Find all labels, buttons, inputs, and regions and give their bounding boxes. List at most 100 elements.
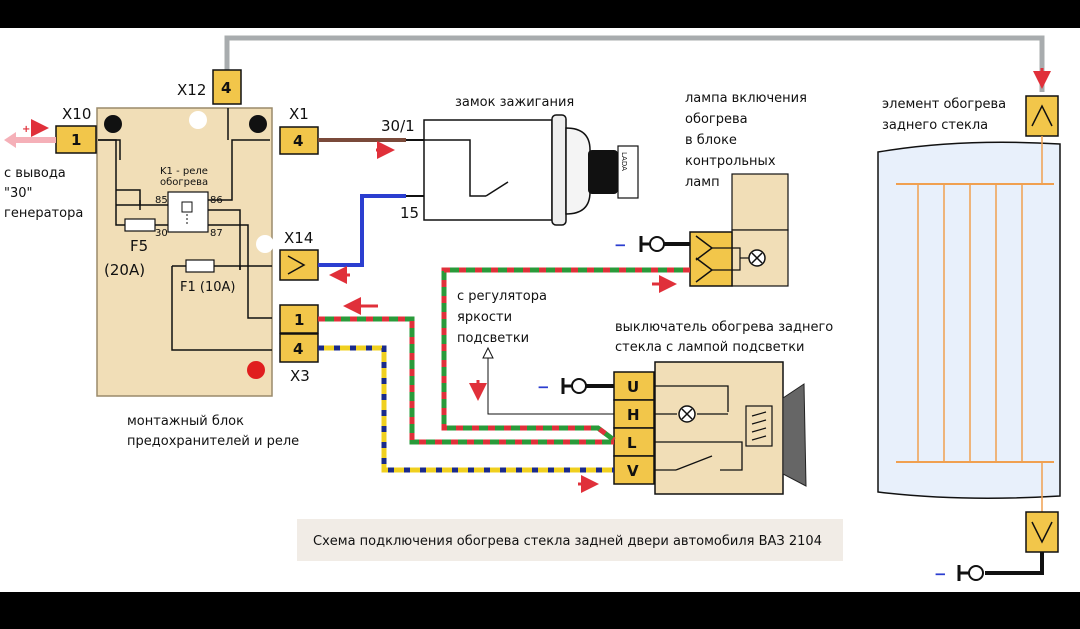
text-line: стекла с лампой подсветки xyxy=(615,340,805,355)
minus-sign: − xyxy=(537,378,550,396)
lamp-bulb-icon xyxy=(751,252,763,264)
x3-pin1: 1 xyxy=(294,311,304,329)
switch-housing xyxy=(654,361,784,495)
switch-pin-l-label: L xyxy=(627,434,637,452)
lamp-label: лампа включения обогрева в блоке контрольны… xyxy=(685,91,807,190)
caption-box xyxy=(297,519,843,561)
lamp-housing xyxy=(731,173,789,231)
ground-terminal xyxy=(649,236,665,252)
heater-contact xyxy=(1031,521,1053,544)
plus-sign: + xyxy=(22,124,30,135)
x1-pin: 4 xyxy=(293,132,303,150)
text-line: K1 - реле xyxy=(160,166,208,177)
heater-ground-wire xyxy=(985,552,1044,575)
bottom-band xyxy=(0,592,1080,625)
text-line: с регулятора xyxy=(457,289,547,304)
relay-pin-85: 85 xyxy=(155,195,168,206)
x12-label: X12 xyxy=(177,81,206,99)
ignition-body xyxy=(423,119,553,221)
text-line: яркости xyxy=(457,310,512,325)
fuse-f5-label: F5 xyxy=(130,237,148,255)
ign-switch-blade xyxy=(485,181,509,197)
lamp-wiring xyxy=(712,247,741,271)
switch-pin-u-label: U xyxy=(627,378,639,396)
x1-label: X1 xyxy=(289,105,309,123)
ground-terminal xyxy=(571,378,587,394)
text-line: с вывода xyxy=(4,166,66,181)
brightness-label: с регулятора яркости подсветки xyxy=(457,289,547,346)
text-line: элемент обогрева xyxy=(882,97,1006,112)
generator-arrow xyxy=(4,132,16,148)
rear-glass xyxy=(877,141,1061,499)
ignition-cylinder xyxy=(565,127,591,215)
text-line: обогрева xyxy=(685,112,748,127)
switch-pin-h-label: H xyxy=(627,406,640,424)
text-line: заднего стекла xyxy=(882,118,988,133)
wire-yellow-navy-stripe xyxy=(318,345,614,473)
text-line: контрольных xyxy=(685,154,776,169)
x10-label: X10 xyxy=(62,105,91,123)
text-line: монтажный блок xyxy=(127,414,244,429)
wire-green-red-b-stripe xyxy=(441,267,690,442)
x12-pin: 4 xyxy=(221,79,231,97)
top-band xyxy=(0,0,1080,28)
switch-symbol xyxy=(745,405,773,447)
heater-contact xyxy=(1031,104,1053,127)
x14-contact xyxy=(287,255,306,275)
caption: Схема подключения обогрева стекла задней… xyxy=(313,534,822,549)
ign-contact xyxy=(424,139,486,197)
text-line: выключатель обогрева заднего xyxy=(615,320,833,335)
minus-sign: − xyxy=(934,565,947,583)
text-line: лампа включения xyxy=(685,91,807,106)
wire-green-red-a xyxy=(318,316,614,445)
switch-internal-wiring xyxy=(654,385,743,471)
ignition-collar xyxy=(551,114,567,226)
connector-x12 xyxy=(212,69,242,105)
text-line: обогрева xyxy=(160,177,208,188)
connector-x14 xyxy=(279,249,319,281)
generator-label: с вывода"30"генератора xyxy=(4,166,83,221)
relay-pin-87: 87 xyxy=(210,228,223,239)
ign-30-1-label: 30/1 xyxy=(381,117,415,135)
brightness-arrow xyxy=(482,346,494,359)
switch-label: выключатель обогрева заднего стекла с лам… xyxy=(615,320,833,355)
fuse-f5 xyxy=(124,218,156,232)
heater-connector-bottom xyxy=(1025,511,1059,553)
x3-pin4: 4 xyxy=(293,340,303,358)
lada-label: LADA xyxy=(620,152,628,171)
fuse-f1 xyxy=(185,259,215,273)
ignition-key xyxy=(588,150,618,194)
relay-pin-86: 86 xyxy=(210,195,223,206)
ground-terminal xyxy=(968,565,984,581)
wire-x12-heater xyxy=(224,35,1045,92)
minus-sign: − xyxy=(614,236,627,254)
ignition-label: замок зажигания xyxy=(455,95,574,110)
wire-ign-x14 xyxy=(318,194,406,267)
x14-label: X14 xyxy=(284,229,313,247)
mounting-hole xyxy=(249,115,267,133)
mounting-hole-red xyxy=(247,361,265,379)
wire-brightness xyxy=(487,356,614,415)
internal-wiring xyxy=(98,108,272,351)
heater-connector-top xyxy=(1025,95,1059,137)
text-line: в блоке xyxy=(685,133,737,148)
mounting-hole xyxy=(256,235,274,253)
fuse-f1-label: F1 (10A) xyxy=(180,280,235,295)
text-line: ламп xyxy=(685,175,720,190)
x10-pin: 1 xyxy=(71,131,81,149)
relay-pin-30: 30 xyxy=(155,228,168,239)
text-line: подсветки xyxy=(457,331,529,346)
connector-x10 xyxy=(55,125,97,154)
ign-15-label: 15 xyxy=(400,204,419,222)
text-line: "30" xyxy=(4,186,33,201)
x3-label: X3 xyxy=(290,367,310,385)
mounting-hole xyxy=(104,115,122,133)
switch-heat-icon xyxy=(751,411,767,441)
mounting-block xyxy=(96,107,273,397)
relay-coil xyxy=(181,201,193,213)
fuse-f5-rating: (20A) xyxy=(104,261,145,279)
